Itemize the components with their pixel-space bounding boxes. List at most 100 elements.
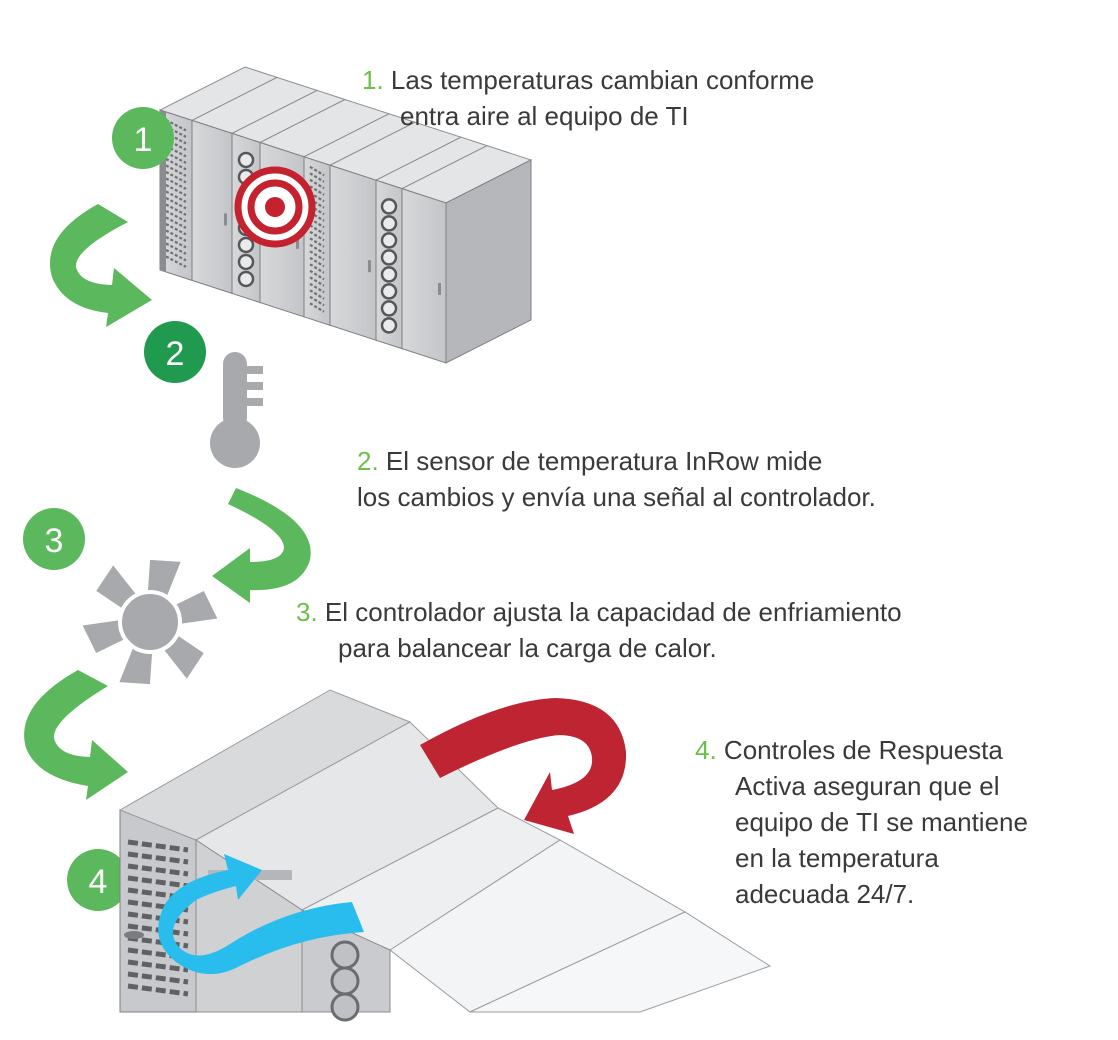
unit-fan bbox=[330, 940, 360, 970]
step-1-line-1: Las temperaturas cambian conforme bbox=[390, 65, 815, 95]
rack-vent bbox=[309, 295, 325, 307]
svg-text:1: 1 bbox=[134, 121, 153, 159]
fan-blade bbox=[82, 619, 130, 653]
rack-vent bbox=[165, 223, 187, 236]
rack-fan bbox=[380, 300, 398, 317]
rack-vent bbox=[165, 164, 187, 177]
rack-vent bbox=[309, 269, 325, 281]
unit-vent bbox=[127, 839, 189, 853]
cooling-unit-top bbox=[469, 911, 772, 1013]
fan-blade bbox=[170, 591, 218, 625]
target-icon bbox=[234, 166, 316, 248]
unit-vent bbox=[127, 971, 189, 985]
rack-vent bbox=[165, 216, 187, 229]
step-3-number: 3. bbox=[296, 597, 318, 627]
unit-vent bbox=[127, 959, 189, 973]
step-badge-2: 2 bbox=[144, 321, 206, 383]
flow-arrow-2 bbox=[212, 488, 311, 603]
rack-vent bbox=[165, 132, 187, 145]
cool-air-supply-arrow bbox=[158, 854, 364, 975]
rack-vent bbox=[309, 276, 325, 287]
rack-fan bbox=[237, 236, 255, 254]
step-4-line-5: adecuada 24/7. bbox=[735, 879, 915, 909]
rack-vent bbox=[165, 145, 187, 158]
unit-vent bbox=[127, 911, 189, 925]
hot-air-return-arrow bbox=[420, 698, 627, 834]
rack-vent bbox=[165, 197, 187, 210]
step-2-line-2: los cambios y envía una señal al control… bbox=[357, 482, 876, 512]
step-4-description: 4. Controles de Respuesta Activa asegura… bbox=[695, 732, 1028, 912]
step-3-line-1: El controlador ajusta la capacidad de en… bbox=[324, 597, 902, 627]
unit-fan bbox=[330, 966, 360, 996]
rack-vent bbox=[309, 224, 325, 235]
thermometer-icon bbox=[210, 352, 263, 468]
rack-fan bbox=[380, 249, 398, 266]
step-1-description: 1. Las temperaturas cambian conforme ent… bbox=[362, 62, 814, 134]
rack-vent bbox=[165, 242, 187, 255]
step-3-line-2: para balancear la carga de calor. bbox=[338, 633, 717, 663]
rack-handle bbox=[368, 260, 371, 273]
rack-fan bbox=[380, 232, 398, 249]
step-2-number: 2. bbox=[357, 446, 379, 476]
rack-vent bbox=[165, 249, 187, 262]
server-racks-illustration bbox=[158, 66, 533, 364]
rack-vent bbox=[309, 185, 325, 196]
svg-text:3: 3 bbox=[45, 522, 64, 560]
step-1-line-2: entra aire al equipo de TI bbox=[400, 101, 689, 131]
step-1-number: 1. bbox=[362, 65, 384, 95]
rack-vent bbox=[165, 236, 187, 249]
flow-arrow-1 bbox=[49, 204, 152, 327]
step-badge-1: 1 bbox=[112, 107, 174, 169]
step-2-description: 2. El sensor de temperatura InRow mide l… bbox=[357, 443, 876, 515]
step-4-line-1: Controles de Respuesta bbox=[723, 735, 1003, 765]
rack-handle bbox=[438, 282, 441, 295]
rack-vent bbox=[165, 151, 187, 164]
unit-vent bbox=[127, 935, 189, 949]
rack-vent bbox=[165, 203, 187, 216]
rack-vent bbox=[165, 177, 187, 190]
step-3-description: 3. El controlador ajusta la capacidad de… bbox=[296, 594, 902, 666]
unit-fan bbox=[330, 992, 360, 1022]
rack-vent bbox=[309, 178, 325, 190]
svg-text:4: 4 bbox=[89, 863, 108, 901]
rack-vent bbox=[165, 171, 187, 184]
unit-vent bbox=[127, 875, 189, 889]
step-4-line-4: en la temperatura bbox=[735, 843, 939, 873]
unit-vent bbox=[127, 863, 189, 877]
rack-vent bbox=[309, 250, 325, 261]
step-badge-4: 4 bbox=[67, 849, 129, 911]
rack-front-face bbox=[191, 119, 233, 295]
rack-vent bbox=[309, 237, 325, 248]
fan-icon bbox=[82, 559, 218, 685]
rack-vent bbox=[309, 256, 325, 268]
rack-fan bbox=[380, 215, 398, 232]
rack-fan bbox=[380, 283, 398, 300]
rack-front-face bbox=[329, 164, 377, 341]
rack-vent bbox=[165, 229, 187, 242]
svg-text:2: 2 bbox=[166, 335, 185, 373]
fan-hub bbox=[118, 590, 182, 654]
step-4-line-2: Activa aseguran que el bbox=[735, 771, 1000, 801]
rack-fan bbox=[380, 317, 398, 334]
rack-handle bbox=[224, 213, 227, 226]
unit-vent bbox=[127, 923, 189, 937]
step-4-number: 4. bbox=[695, 735, 717, 765]
rack-vent bbox=[309, 172, 325, 183]
rack-vent bbox=[165, 138, 187, 151]
rack-vent bbox=[165, 255, 187, 268]
unit-vent bbox=[127, 983, 189, 997]
rack-fan bbox=[380, 266, 398, 283]
rack-vent bbox=[309, 165, 325, 177]
step-badge-3: 3 bbox=[23, 508, 85, 570]
rack-fan bbox=[237, 151, 255, 169]
rack-vent bbox=[309, 302, 325, 313]
rack-vent bbox=[309, 263, 325, 274]
step-4-line-3: equipo de TI se mantiene bbox=[735, 807, 1028, 837]
rack-vent bbox=[165, 190, 187, 203]
step-2-line-1: El sensor de temperatura InRow mide bbox=[385, 446, 823, 476]
rack-handle bbox=[296, 236, 299, 249]
rack-fan bbox=[237, 270, 255, 288]
rack-vent bbox=[165, 184, 187, 197]
rack-vent bbox=[165, 119, 187, 132]
